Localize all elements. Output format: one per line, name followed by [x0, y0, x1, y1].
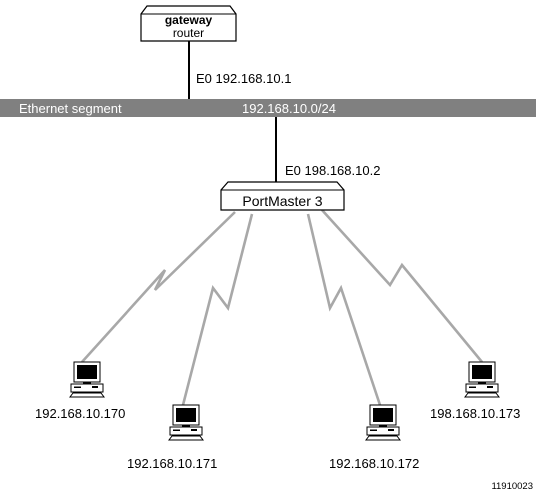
segment-bar: [0, 99, 536, 117]
gateway-router: gateway router: [140, 5, 237, 42]
gateway-label-line1: gateway: [165, 13, 213, 27]
client-ip-label: 192.168.10.171: [127, 456, 217, 471]
computer-icon: [69, 361, 105, 398]
client-171: 192.168.10.171: [127, 404, 217, 471]
computer-icon: [168, 404, 204, 441]
client-170: 192.168.10.170: [35, 361, 125, 421]
wireless-link-171: [181, 213, 254, 406]
client-ip-label: 192.168.10.170: [35, 406, 125, 421]
client-173: 198.168.10.173: [430, 361, 520, 421]
wireless-link-173: [321, 209, 484, 363]
client-172: 192.168.10.172: [329, 404, 419, 471]
wireless-links: [81, 209, 484, 406]
segment-network: 192.168.10.0/24: [242, 101, 336, 116]
segment-name: Ethernet segment: [19, 101, 122, 116]
ethernet-segment: Ethernet segment 192.168.10.0/24: [0, 99, 536, 117]
figure-id: 11910023: [491, 481, 533, 492]
computer-icon: [365, 404, 401, 441]
portmaster-interface-label: E0 198.168.10.2: [285, 163, 380, 178]
portmaster-3: PortMaster 3: [220, 181, 345, 211]
wireless-link-172: [306, 213, 382, 406]
gateway-interface-label: E0 192.168.10.1: [196, 71, 291, 86]
computer-icon: [464, 361, 500, 398]
wireless-link-170: [81, 211, 236, 363]
portmaster-label: PortMaster 3: [242, 193, 322, 209]
client-ip-label: 192.168.10.172: [329, 456, 419, 471]
client-ip-label: 198.168.10.173: [430, 406, 520, 421]
gateway-label-line2: router: [173, 26, 204, 40]
